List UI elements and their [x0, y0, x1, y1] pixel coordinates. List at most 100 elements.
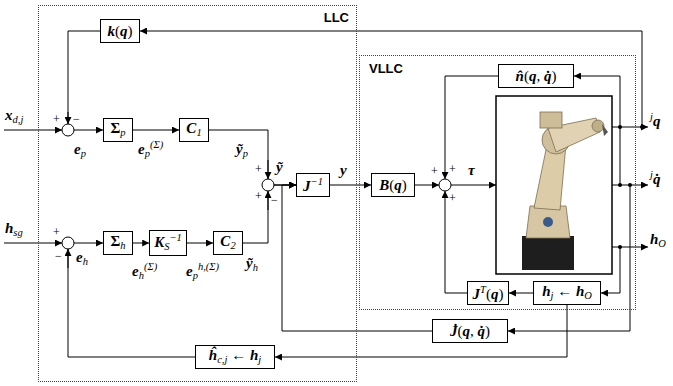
text-run: j	[258, 354, 261, 365]
text-run: J	[303, 177, 311, 193]
signal-wire	[4, 130, 62, 131]
text-run: ĥ	[209, 347, 217, 363]
controller-frame: VLLCB(q)n̂(q, q̇)JT(q)hj ← hO	[359, 55, 636, 310]
process-box: JT(q)	[467, 281, 509, 305]
signal-label: ỹ	[276, 160, 283, 175]
text-run: )	[128, 23, 133, 39]
block-label: Σp	[110, 121, 125, 139]
text-run: j	[650, 111, 653, 122]
signal-arrow	[187, 243, 213, 244]
text-run: +	[449, 191, 456, 205]
block-label: JT(q)	[473, 285, 504, 302]
text-run: Σ	[110, 233, 120, 249]
sign-label: +	[431, 165, 438, 177]
junction-dot	[618, 125, 622, 129]
text-run: q	[653, 113, 661, 129]
signal-arrow	[133, 130, 179, 131]
text-run: q̇	[478, 323, 486, 339]
process-box: B(q)	[371, 173, 415, 197]
text-run: T	[480, 284, 486, 295]
text-run: (	[486, 285, 491, 301]
text-run: h	[650, 231, 658, 247]
sign-label: +	[255, 163, 262, 175]
summing-junction	[262, 179, 274, 191]
junction-dot	[618, 245, 622, 249]
robot-base	[526, 206, 570, 238]
process-box: J̇(q, q̇)	[432, 319, 508, 343]
text-run: (	[524, 68, 529, 84]
junction-dot	[640, 125, 644, 129]
text-run: q̇	[653, 171, 661, 187]
text-run: h	[83, 256, 88, 267]
text-run: )	[402, 177, 407, 193]
text-run: LLC	[324, 10, 349, 25]
frame-title: VLLC	[369, 60, 403, 76]
sign-label: +	[449, 192, 456, 204]
text-run: (	[458, 323, 463, 339]
text-run: e	[76, 249, 83, 265]
text-run: +	[255, 189, 262, 203]
block-label: k(q)	[108, 24, 133, 39]
text-run: +	[53, 225, 60, 239]
text-run: )	[551, 68, 556, 84]
block-label: Σh	[110, 234, 125, 252]
text-run: ỹ	[236, 141, 243, 157]
summing-junction	[62, 237, 74, 249]
block-label: C2	[220, 234, 235, 252]
text-run: c,j	[217, 354, 227, 365]
text-run: −1	[169, 232, 181, 243]
process-box: KS−1	[149, 230, 187, 256]
text-run: e	[74, 141, 81, 157]
text-run: S	[164, 241, 169, 252]
text-run: h	[120, 240, 125, 251]
sign-label: −	[55, 250, 62, 262]
text-run: B	[379, 177, 389, 193]
text-run: h	[542, 283, 550, 299]
signal-label: hsg	[5, 221, 23, 239]
text-run: n̂	[516, 68, 524, 84]
text-run: (Σ)	[150, 139, 163, 150]
process-box: Σh	[103, 231, 133, 255]
text-run: ,	[470, 323, 478, 339]
text-run: e	[132, 263, 139, 279]
text-run: +	[449, 162, 456, 176]
robot-pedestal	[522, 236, 574, 270]
text-run: )	[498, 285, 503, 301]
signal-label: xd,j	[5, 108, 23, 126]
text-run: (Σ)	[144, 261, 157, 272]
text-run: K	[154, 234, 164, 250]
signal-label: y	[340, 163, 347, 178]
block-label: J−1	[303, 177, 323, 194]
signal-label: ỹh	[246, 256, 258, 274]
signal-arrow	[509, 293, 533, 294]
sign-label: +	[53, 113, 60, 125]
text-run: −	[271, 193, 278, 207]
text-run: x	[5, 107, 13, 123]
text-run: −	[73, 112, 80, 126]
robot-wrist	[592, 120, 604, 132]
text-run: p	[81, 148, 86, 159]
text-run: e	[138, 141, 145, 157]
text-run: −	[55, 249, 62, 263]
text-run: J	[473, 285, 481, 301]
text-run: O	[584, 290, 592, 301]
text-run: C	[186, 120, 196, 136]
sign-label: −	[271, 194, 278, 206]
process-box: Σp	[103, 118, 133, 142]
junction-dot	[628, 183, 632, 187]
block-label: n̂(q, q̇)	[516, 69, 557, 84]
text-run: k	[108, 23, 116, 39]
text-run: C	[220, 233, 230, 249]
signal-arrow	[68, 243, 195, 357]
sign-label: +	[255, 190, 262, 202]
text-run: +	[431, 164, 438, 178]
signal-arrow	[133, 243, 149, 244]
text-run: j	[650, 169, 653, 180]
signal-wire	[68, 112, 69, 124]
text-run: −1	[311, 176, 323, 187]
junction-dot	[618, 183, 622, 187]
process-box: ĥc,j ← hj	[195, 345, 275, 369]
robot-tool	[602, 124, 608, 136]
text-run: d,j	[13, 114, 24, 125]
